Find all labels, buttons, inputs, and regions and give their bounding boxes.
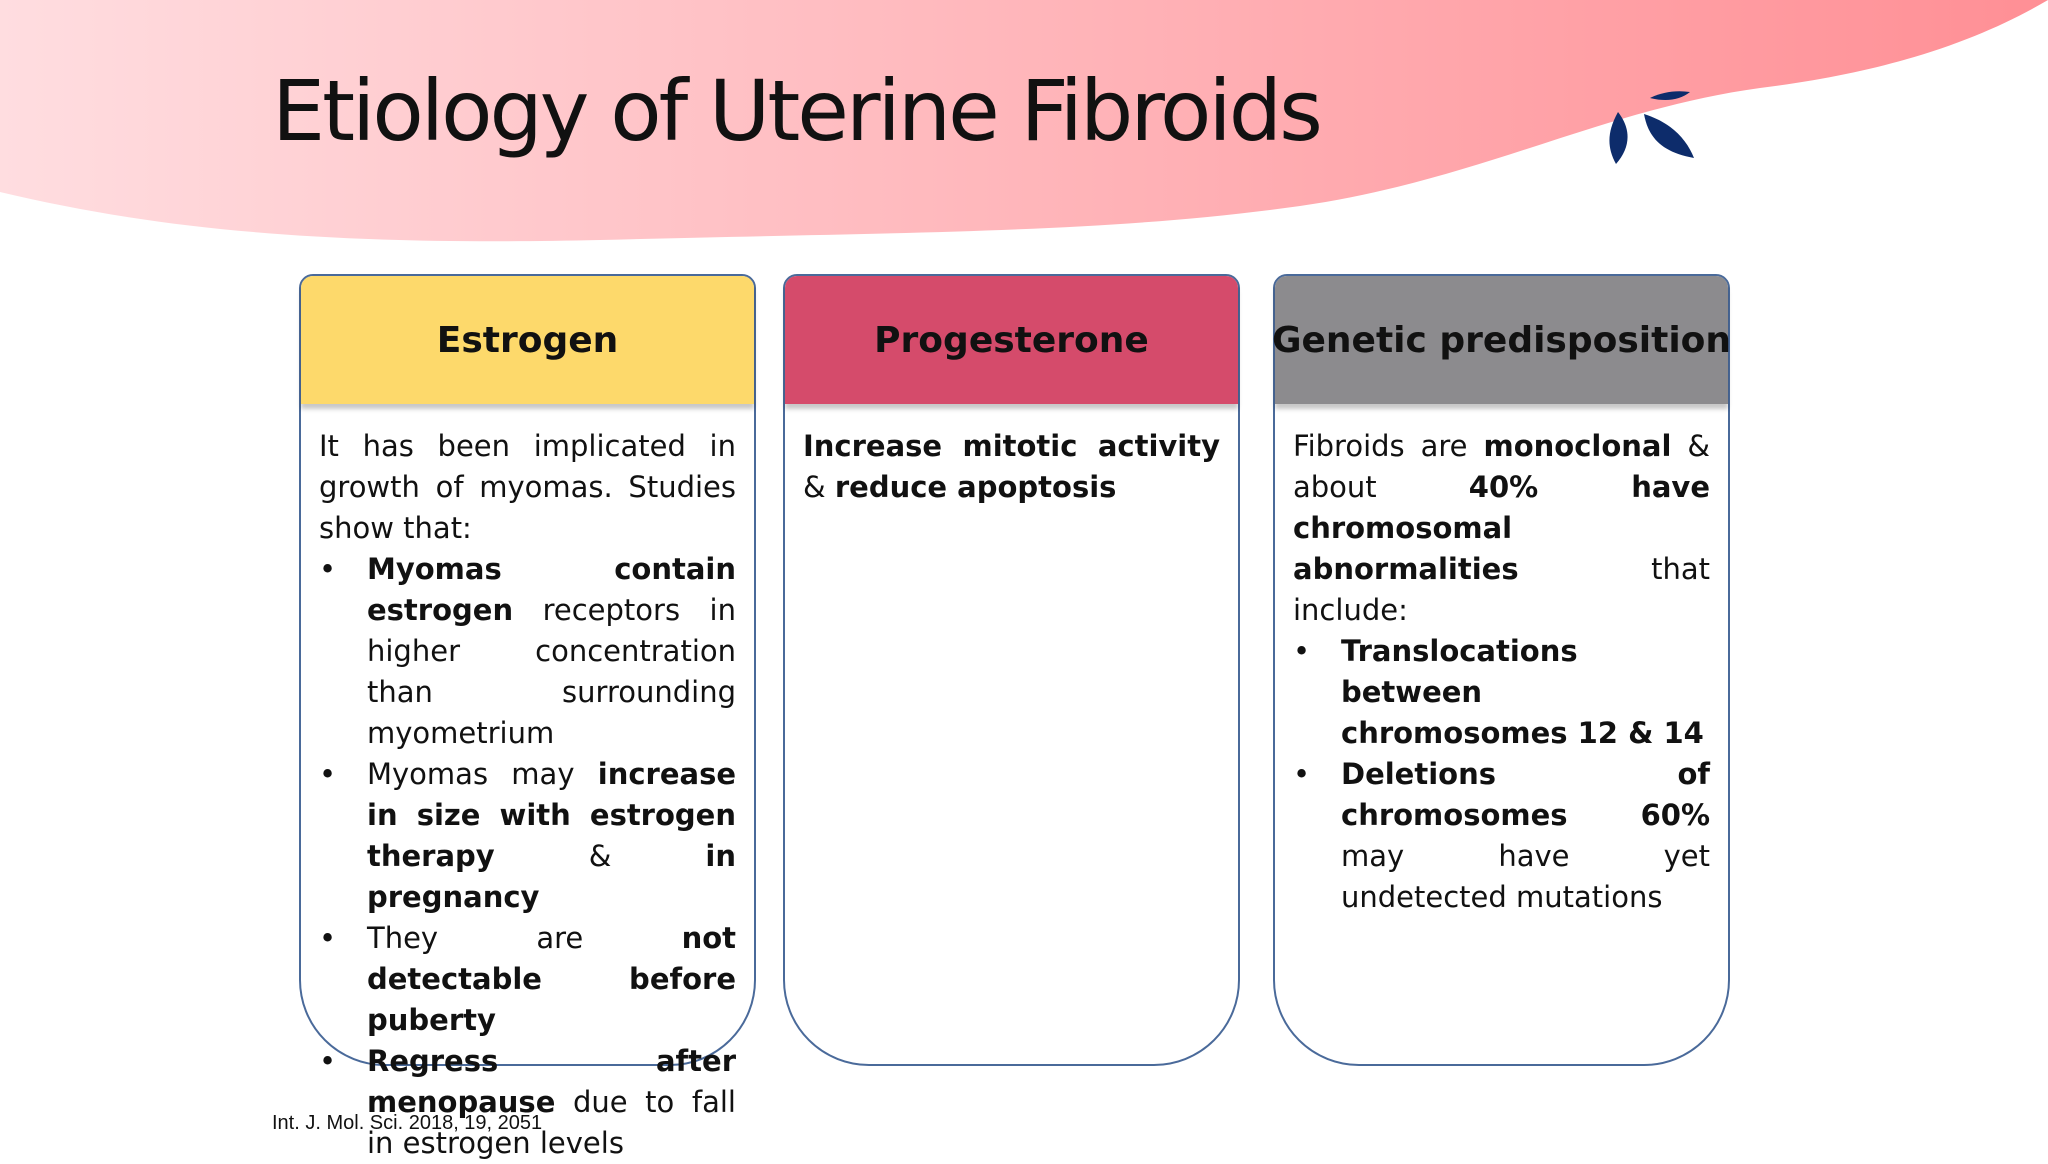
- list-item-bold: Translocations between chromosomes 12 & …: [1341, 634, 1704, 750]
- list-item-text: &: [494, 839, 706, 873]
- list-item: • They are not detectable before puberty: [319, 918, 736, 1041]
- bullet-icon: •: [319, 1044, 337, 1078]
- estrogen-heading: Estrogen: [436, 319, 619, 361]
- list-item-text: may have yet undetected mutations: [1341, 839, 1710, 914]
- bullet-icon: •: [1293, 757, 1311, 791]
- list-item-text: They are: [367, 921, 682, 955]
- progesterone-card-header: Progesterone: [785, 276, 1238, 404]
- text-plain: Fibroids are: [1293, 429, 1484, 463]
- progesterone-card: Progesterone Increase mitotic activity &…: [783, 274, 1240, 1066]
- list-item: • Regress after menopause due to fall in…: [319, 1041, 736, 1164]
- bullet-icon: •: [319, 757, 337, 791]
- list-item-text: receptors in higher concentration than s…: [367, 593, 736, 750]
- list-item: • Myomas may increase in size with estro…: [319, 754, 736, 918]
- genetic-intro: Fibroids are monoclonal & about 40% have…: [1293, 426, 1710, 631]
- text-bold: monoclonal: [1483, 429, 1672, 463]
- text-bold: 40% have chromosomal abnormalities: [1293, 470, 1710, 586]
- genetic-heading: Genetic predisposition: [1271, 319, 1732, 361]
- list-item: • Deletions of chromosomes 60% may have …: [1293, 754, 1710, 918]
- estrogen-list: • Myomas contain estrogen receptors in h…: [319, 549, 736, 1164]
- text-plain: &: [803, 470, 835, 504]
- text-plain: & about: [1293, 429, 1710, 504]
- progesterone-text: Increase mitotic activity & reduce apopt…: [803, 426, 1220, 508]
- list-item: • Myomas contain estrogen receptors in h…: [319, 549, 736, 754]
- estrogen-card-header: Estrogen: [301, 276, 754, 404]
- slide-title: Etiology of Uterine Fibroids: [272, 62, 1323, 160]
- leaf-logo-icon: [1609, 91, 1694, 164]
- list-item-bold: Myomas contain estrogen: [367, 552, 736, 627]
- text-bold: Increase mitotic activity: [803, 429, 1220, 463]
- genetic-card-body: Fibroids are monoclonal & about 40% have…: [1275, 404, 1728, 918]
- bullet-icon: •: [319, 552, 337, 586]
- progesterone-heading: Progesterone: [874, 319, 1149, 361]
- bullet-icon: •: [1293, 634, 1311, 668]
- list-item-bold: increase in size with estrogen therapy: [367, 757, 736, 873]
- estrogen-card-body: It has been implicated in growth of myom…: [301, 404, 754, 1164]
- list-item-bold: Regress after menopause: [367, 1044, 736, 1119]
- genetic-card: Genetic predisposition Fibroids are mono…: [1271, 274, 1732, 1066]
- genetic-list: • Translocations between chromosomes 12 …: [1293, 631, 1710, 918]
- progesterone-card-body: Increase mitotic activity & reduce apopt…: [785, 404, 1238, 508]
- bullet-icon: •: [319, 921, 337, 955]
- citation: Int. J. Mol. Sci. 2018, 19, 2051: [272, 1112, 543, 1134]
- genetic-card-header: Genetic predisposition: [1271, 276, 1732, 404]
- header-wave-background: [0, 0, 2048, 242]
- estrogen-intro: It has been implicated in growth of myom…: [319, 429, 736, 545]
- text-bold: reduce apoptosis: [834, 470, 1117, 504]
- list-item-bold: in pregnancy: [367, 839, 736, 914]
- list-item-bold: Deletions of chromosomes 60%: [1341, 757, 1710, 832]
- list-item: • Translocations between chromosomes 12 …: [1293, 631, 1710, 754]
- list-item-bold: not detectable before puberty: [367, 921, 736, 1037]
- list-item-text: Myomas may: [367, 757, 598, 791]
- estrogen-card: Estrogen It has been implicated in growt…: [299, 274, 756, 1160]
- text-plain: that include:: [1293, 552, 1710, 627]
